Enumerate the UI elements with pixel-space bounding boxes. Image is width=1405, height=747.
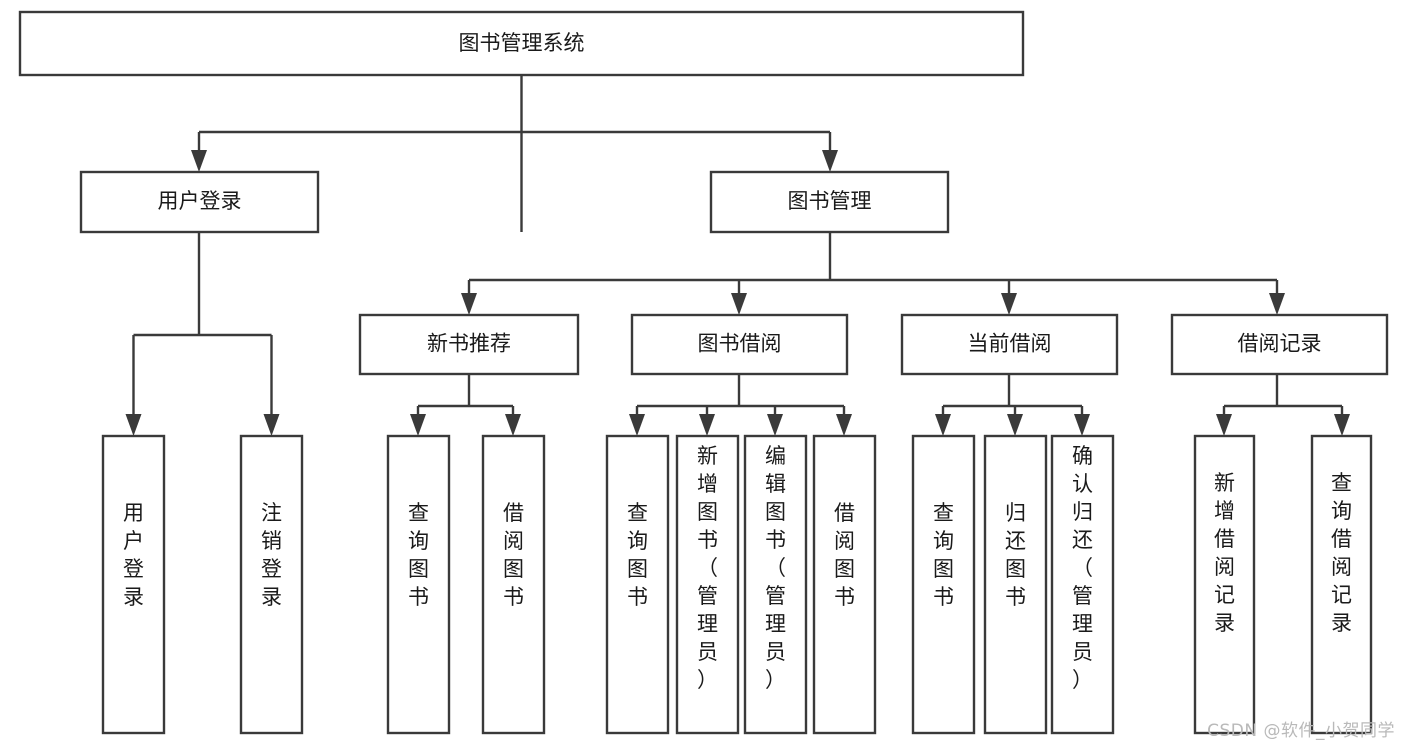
node-borrow-record-box[interactable]: [1170, 313, 1389, 376]
leaf-borrow-book-2-label: 借阅图书: [834, 501, 855, 609]
node-book-management[interactable]: 图书管理: [709, 170, 950, 234]
arrow-head-leaf-query-book-3: [935, 414, 951, 436]
leaf-borrow-book-1-box[interactable]: [481, 434, 546, 735]
leaf-user-login-label: 用户登录: [123, 501, 144, 609]
leaf-add-record-box[interactable]: [1193, 434, 1256, 735]
node-book-borrow-box[interactable]: [630, 313, 849, 376]
node-book-borrow-label: 图书借阅: [698, 332, 782, 356]
node-book-management-box[interactable]: [709, 170, 950, 234]
arrow-head-leaf-user-logout: [263, 414, 280, 436]
leaf-query-book-1-box[interactable]: [386, 434, 451, 735]
leaf-edit-book-box[interactable]: [743, 434, 808, 735]
connector-layer: [125, 75, 1350, 436]
leaf-query-book-2-box[interactable]: [605, 434, 670, 735]
leaf-add-record-label: 新增借阅记录: [1214, 471, 1235, 635]
leaf-add-book-box[interactable]: [675, 434, 740, 735]
leaf-borrow-book-2[interactable]: 借阅图书: [812, 434, 877, 735]
leaf-edit-book[interactable]: 编辑图书（管理员）: [743, 434, 808, 735]
leaf-user-logout[interactable]: 注销登录: [239, 434, 304, 735]
leaf-query-book-2-label: 查询图书: [627, 501, 648, 609]
node-borrow-record-label: 借阅记录: [1238, 332, 1322, 356]
leaf-user-login[interactable]: 用户登录: [101, 434, 166, 735]
leaf-query-record-box[interactable]: [1310, 434, 1373, 735]
leaf-return-book-label: 归还图书: [1005, 501, 1026, 609]
leaf-query-book-1[interactable]: 查询图书: [386, 434, 451, 735]
leaf-query-book-3-box[interactable]: [911, 434, 976, 735]
node-current-borrow[interactable]: 当前借阅: [900, 313, 1119, 376]
leaf-query-record[interactable]: 查询借阅记录: [1310, 434, 1373, 735]
leaf-return-book[interactable]: 归还图书: [983, 434, 1048, 735]
leaf-query-book-3[interactable]: 查询图书: [911, 434, 976, 735]
leaf-edit-book-label: 编辑图书（管理员）: [765, 444, 786, 692]
node-user-login-box[interactable]: [79, 170, 320, 234]
node-borrow-record[interactable]: 借阅记录: [1170, 313, 1389, 376]
leaf-add-record[interactable]: 新增借阅记录: [1193, 434, 1256, 735]
arrow-head-leaf-borrow-book-1: [505, 414, 521, 436]
node-current-borrow-label: 当前借阅: [968, 332, 1052, 356]
arrow-head-leaf-return-book: [1007, 414, 1023, 436]
arrow-head-leaf-borrow-book-2: [836, 414, 852, 436]
arrow-head-user-login: [191, 150, 207, 172]
arrow-head-book-borrow: [731, 293, 747, 315]
arrow-head-leaf-query-book-2: [629, 414, 645, 436]
arrow-head-leaf-user-login: [125, 414, 142, 436]
arrow-head-borrow-record: [1269, 293, 1285, 315]
node-root-system-box[interactable]: [18, 10, 1025, 77]
leaf-query-book-2[interactable]: 查询图书: [605, 434, 670, 735]
arrow-head-leaf-query-book-1: [410, 414, 426, 436]
node-current-borrow-box[interactable]: [900, 313, 1119, 376]
arrow-head-book-management: [822, 150, 838, 172]
arrow-head-leaf-edit-book: [767, 414, 783, 436]
leaf-confirm-return[interactable]: 确认归还（管理员）: [1050, 434, 1115, 735]
arrow-head-new-book-recommend: [461, 293, 477, 315]
arrow-head-leaf-confirm-return: [1074, 414, 1090, 436]
leaf-confirm-return-label: 确认归还（管理员）: [1072, 444, 1093, 692]
leaf-add-book-label: 新增图书（管理员）: [697, 444, 718, 692]
arrow-head-leaf-add-record: [1216, 414, 1232, 436]
node-new-book-recommend[interactable]: 新书推荐: [358, 313, 580, 376]
node-new-book-recommend-label: 新书推荐: [427, 332, 511, 356]
leaf-query-record-label: 查询借阅记录: [1331, 471, 1352, 635]
node-book-management-label: 图书管理: [788, 189, 872, 213]
leaf-add-book[interactable]: 新增图书（管理员）: [675, 434, 740, 735]
leaf-user-login-box[interactable]: [101, 434, 166, 735]
node-root-system-label: 图书管理系统: [459, 31, 585, 55]
arrow-head-leaf-query-record: [1334, 414, 1350, 436]
leaf-return-book-box[interactable]: [983, 434, 1048, 735]
leaf-borrow-book-1[interactable]: 借阅图书: [481, 434, 546, 735]
leaf-user-logout-box[interactable]: [239, 434, 304, 735]
node-user-login-label: 用户登录: [158, 189, 242, 213]
leaf-query-book-1-label: 查询图书: [408, 501, 429, 609]
node-new-book-recommend-box[interactable]: [358, 313, 580, 376]
leaf-borrow-book-1-label: 借阅图书: [503, 501, 524, 609]
leaf-query-book-3-label: 查询图书: [933, 501, 954, 609]
leaf-borrow-book-2-box[interactable]: [812, 434, 877, 735]
leaf-confirm-return-box[interactable]: [1050, 434, 1115, 735]
arrow-head-current-borrow: [1001, 293, 1017, 315]
leaf-user-logout-label: 注销登录: [261, 501, 282, 609]
node-book-borrow[interactable]: 图书借阅: [630, 313, 849, 376]
node-root-system[interactable]: 图书管理系统: [18, 10, 1025, 77]
node-user-login[interactable]: 用户登录: [79, 170, 320, 234]
arrow-head-leaf-add-book: [699, 414, 715, 436]
